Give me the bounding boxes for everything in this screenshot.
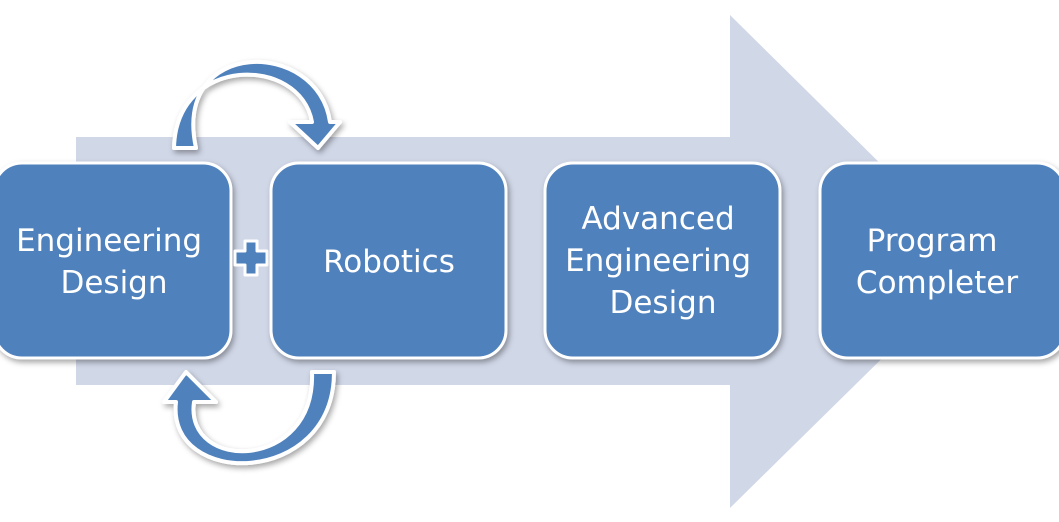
cycle-arrow-top [172,59,342,150]
stage-label-line: Advanced [582,201,735,237]
stage-label: Robotics [323,244,455,280]
stage-engineering-design: Engineering Design [0,161,233,360]
stage-label-line: Engineering [16,223,202,259]
stage-robotics: Robotics [269,161,508,360]
stage-program-completer: Program Completer [818,161,1059,360]
stage-label: Program Completer [856,223,1018,301]
stage-label-line: Completer [856,265,1018,301]
background-arrow [76,15,980,508]
stage-label-line: Design [60,265,167,301]
stage-label-line: Robotics [323,244,455,280]
cycle-arrow-bottom [162,370,336,466]
stage-label-line: Design [609,285,716,321]
stage-label: Advanced Engineering Design [565,201,761,321]
plus-icon [233,239,269,277]
stage-label-line: Engineering [565,243,751,279]
stage-advanced-engineering-design: Advanced Engineering Design [543,161,782,360]
stage-label: Engineering Design [16,223,212,301]
stage-label-line: Program [867,223,998,259]
